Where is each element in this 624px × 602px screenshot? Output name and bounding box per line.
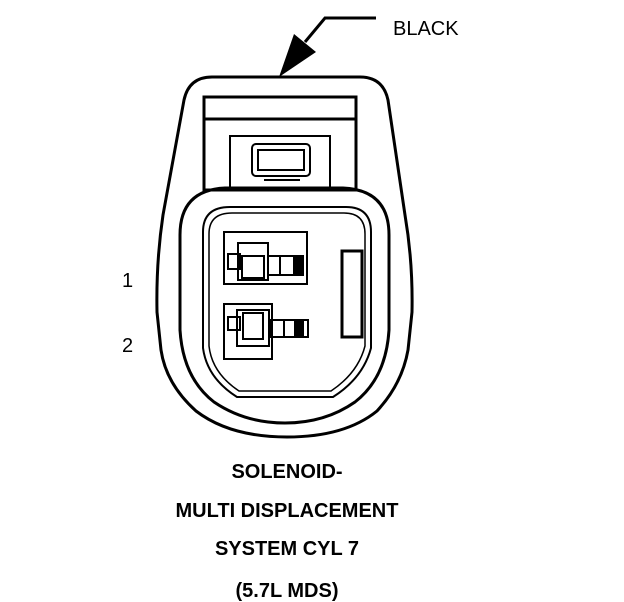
caption-line-4: (5.7L MDS)	[235, 580, 339, 602]
terminal-cavity-inner-edge	[208, 212, 366, 392]
locking-tab	[202, 95, 358, 192]
terminal-cavity	[202, 206, 372, 398]
color-callout-label: BLACK	[393, 18, 459, 40]
caption-line-2: MULTI DISPLACEMENT	[175, 500, 399, 522]
keying-rib	[340, 249, 364, 339]
pin-label-2: 2	[122, 335, 133, 357]
callout-arrow	[279, 16, 376, 77]
terminal-pin-2	[223, 303, 309, 360]
connector-shell-outer	[155, 75, 414, 439]
pin-label-1: 1	[122, 270, 133, 292]
terminal-pin-1	[223, 231, 308, 285]
connector-body-inner	[178, 186, 391, 425]
caption-line-1: SOLENOID-	[231, 461, 343, 483]
caption-line-3: SYSTEM CYL 7	[214, 538, 360, 560]
